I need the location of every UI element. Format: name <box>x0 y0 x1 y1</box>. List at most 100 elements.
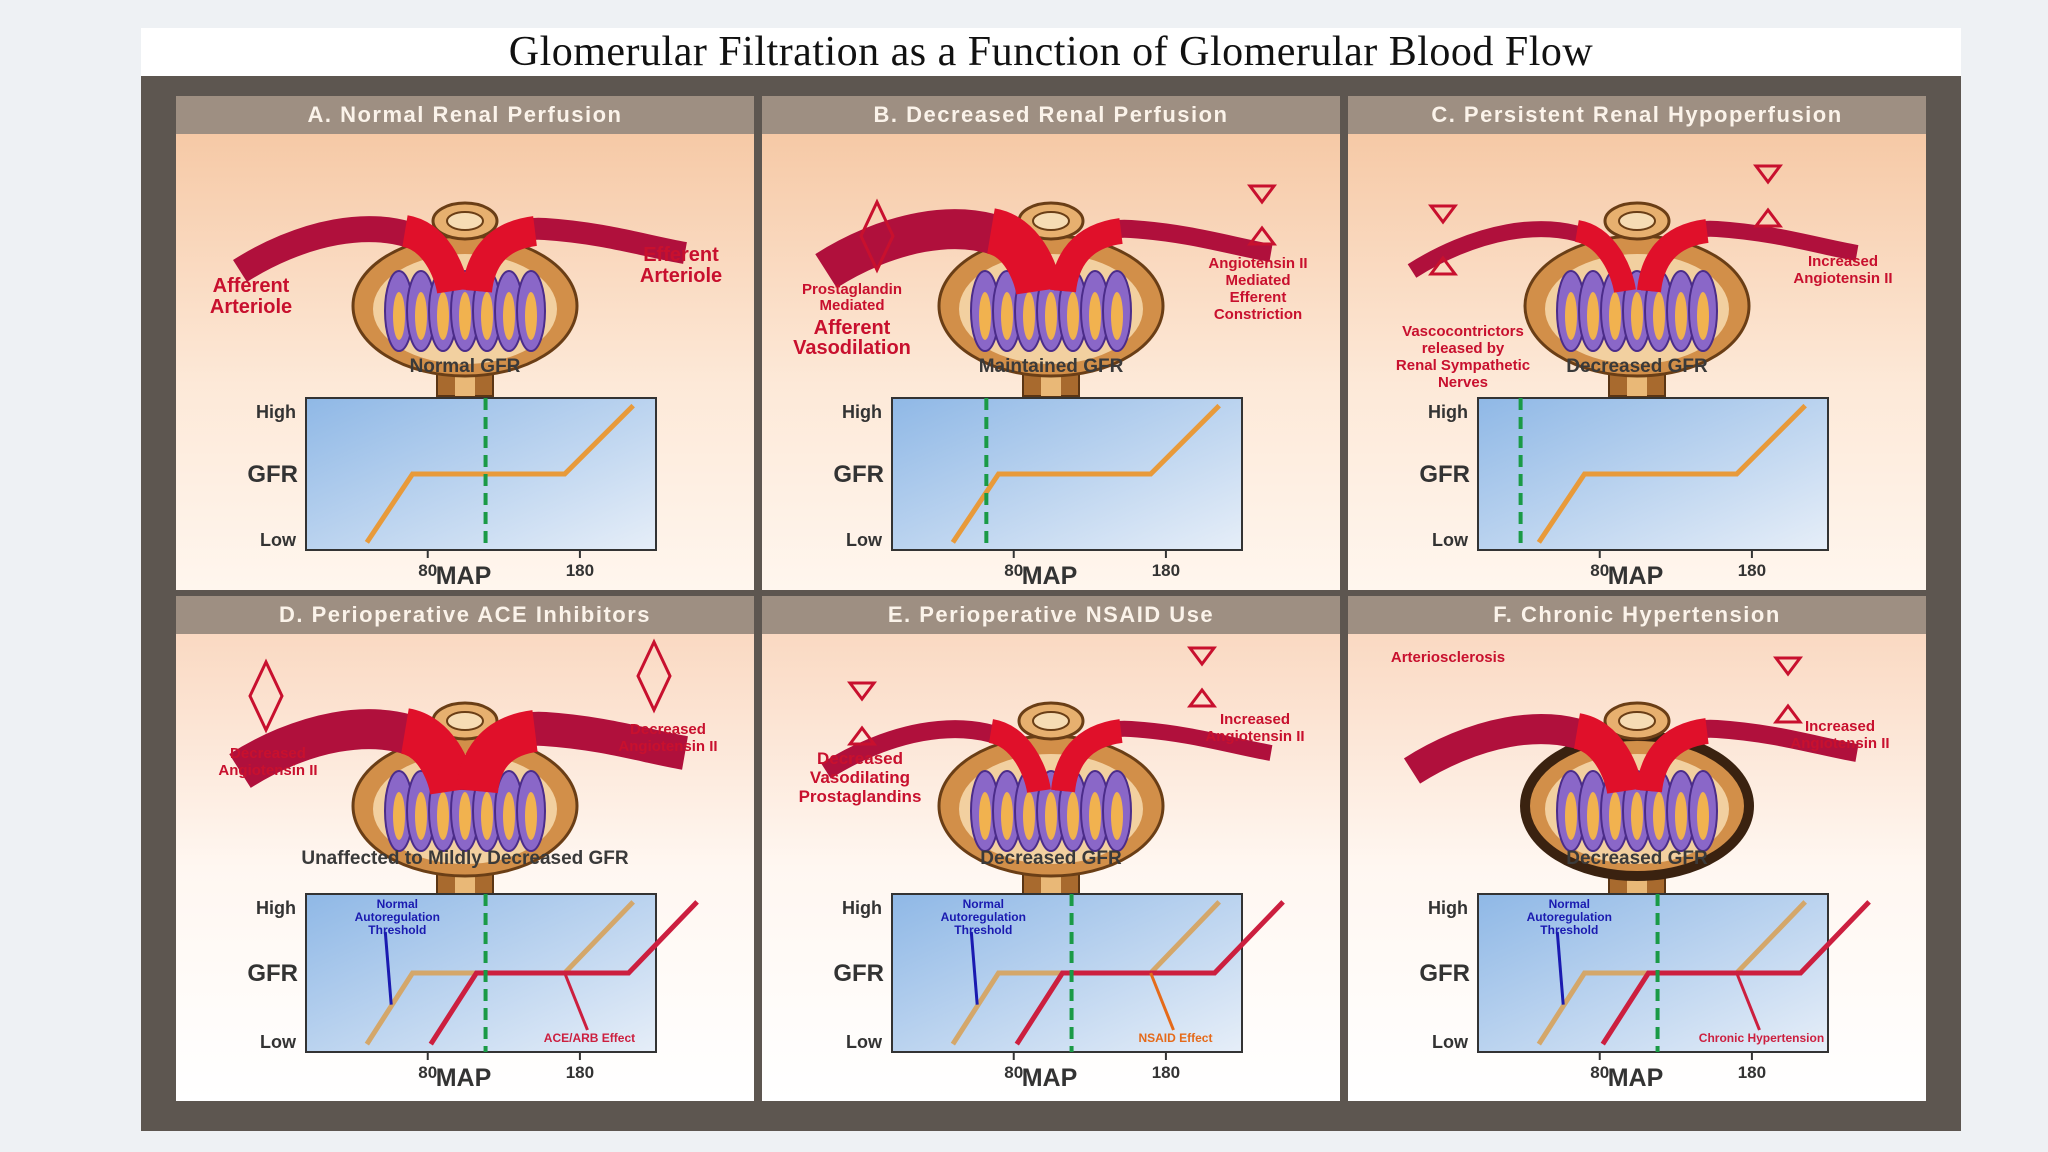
vasoconstrictor-label: Nerves <box>1438 374 1488 391</box>
decreased-angiotensin-left-label: Decreased <box>230 745 306 762</box>
afferent-entry <box>398 708 476 796</box>
y-axis-label: GFR <box>247 461 298 488</box>
panel-decreased-renal-perfusion: B. Decreased Renal Perfusion Prostagland… <box>762 96 1340 590</box>
panel-header: F. Chronic Hypertension <box>1348 596 1926 634</box>
threshold-pointer <box>1555 931 1565 1005</box>
capillary-lumen <box>1067 292 1079 340</box>
gfr-outcome-label: Unaffected to Mildly Decreased GFR <box>301 848 629 869</box>
macula-ring-inner <box>446 211 484 231</box>
capillary-lumen <box>1675 792 1687 840</box>
threshold-pointer <box>969 931 979 1005</box>
capillary-lumen <box>393 792 405 840</box>
tick-label-180: 180 <box>1152 561 1180 580</box>
panel-chronic-hypertension: F. Chronic Hypertension Arteriosclerosis… <box>1348 596 1926 1101</box>
macula-ring-inner <box>1032 211 1070 231</box>
threshold-annotation: Autoregulation <box>355 910 440 924</box>
y-axis-label: GFR <box>833 960 884 987</box>
gfr-normal-curve <box>1536 403 1807 544</box>
panel-header: D. Perioperative ACE Inhibitors <box>176 596 754 634</box>
capillary-lumen <box>415 792 427 840</box>
capillary-lumen <box>459 292 471 340</box>
y-axis-low: Low <box>1432 530 1469 550</box>
dilation-diamond-icon <box>859 198 895 274</box>
capillary-lumen <box>1023 792 1035 840</box>
glomerulus-illustration <box>821 701 1273 897</box>
decreased-angiotensin-right-label: Angiotensin II <box>618 738 717 755</box>
vasoconstrictor-label: Vascocontrictors <box>1402 323 1524 340</box>
effect-annotation: ACE/ARB Effect <box>544 1031 635 1045</box>
x-axis-label: MAP <box>1022 562 1078 590</box>
capillary-lumen <box>979 292 991 340</box>
threshold-annotation: Normal <box>1549 897 1590 911</box>
panel-header: E. Perioperative NSAID Use <box>762 596 1340 634</box>
panel-header: B. Decreased Renal Perfusion <box>762 96 1340 134</box>
y-axis-label: GFR <box>1419 461 1470 488</box>
capillary-lumen <box>481 292 493 340</box>
capillary-lumen <box>1609 792 1621 840</box>
capillary-lumen <box>1001 292 1013 340</box>
capillary-lumen <box>1023 292 1035 340</box>
capillary-lumen <box>1067 792 1079 840</box>
angiotensin-label: Angiotensin II <box>1208 255 1307 272</box>
glomerulus-illustration <box>233 201 687 397</box>
arrow-down-icon <box>1773 656 1803 677</box>
threshold-pointer <box>383 931 393 1005</box>
gfr-outcome-label: Decreased GFR <box>980 848 1122 869</box>
afferent-label: Afferent <box>213 275 290 297</box>
capillary-lumen <box>1111 292 1123 340</box>
capillary-lumen <box>1565 792 1577 840</box>
x-axis-label: MAP <box>1608 562 1664 590</box>
capillary-lumen <box>481 792 493 840</box>
efferent-exit <box>456 710 539 794</box>
tick-label-80: 80 <box>418 561 437 580</box>
y-axis-low: Low <box>260 1032 297 1052</box>
vasodilation-label: Vasodilation <box>793 337 911 359</box>
efferent-exit <box>1050 218 1124 293</box>
capillary-lumen <box>525 292 537 340</box>
threshold-annotation: Threshold <box>368 923 426 937</box>
gfr-normal-curve <box>364 403 635 544</box>
threshold-annotation: Autoregulation <box>941 910 1026 924</box>
dilation-diamond-icon <box>636 638 672 714</box>
arrow-down-icon <box>847 681 877 702</box>
threshold-annotation: Threshold <box>954 923 1012 937</box>
decreased-prostaglandin-label: Prostaglandins <box>799 787 922 806</box>
capillary-lumen <box>437 292 449 340</box>
afferent-entry <box>1572 713 1643 795</box>
capillary-lumen <box>437 792 449 840</box>
capillary-lumen <box>1089 292 1101 340</box>
capillary-lumen <box>459 792 471 840</box>
x-axis-label: MAP <box>1608 1064 1664 1092</box>
arrow-up-icon <box>1187 687 1217 708</box>
increased-angiotensin-label: Angiotensin II <box>1790 735 1889 752</box>
panel-illustration-svg: DecreasedVasodilatingProstaglandinsIncre… <box>799 646 1305 1092</box>
capillary-lumen <box>1565 292 1577 340</box>
capillary-lumen <box>1587 292 1599 340</box>
panel-header: C. Persistent Renal Hypoperfusion <box>1348 96 1926 134</box>
gfr-shifted-curve <box>1600 900 1871 1046</box>
capillary-lumen <box>1111 792 1123 840</box>
capillary-lumen <box>979 792 991 840</box>
increased-angiotensin-label: Angiotensin II <box>1793 270 1892 287</box>
arrow-down-icon <box>1428 204 1458 225</box>
capillary-lumen <box>1045 792 1057 840</box>
capillary-lumen <box>525 792 537 840</box>
arrow-up-icon <box>1428 255 1458 276</box>
gfr-normal-curve <box>950 403 1221 544</box>
tick-label-80: 80 <box>418 1063 437 1082</box>
gfr-outcome-label: Maintained GFR <box>979 356 1124 377</box>
afferent-entry <box>400 215 469 295</box>
angiotensin-label: Mediated <box>1225 272 1290 289</box>
macula-ring-inner <box>1618 711 1656 731</box>
gfr-outcome-label: Decreased GFR <box>1566 848 1708 869</box>
y-axis-low: Low <box>260 530 297 550</box>
arrow-up-icon <box>1247 225 1277 246</box>
prostaglandin-label: Prostaglandin <box>802 281 902 298</box>
capillary-lumen <box>1631 792 1643 840</box>
